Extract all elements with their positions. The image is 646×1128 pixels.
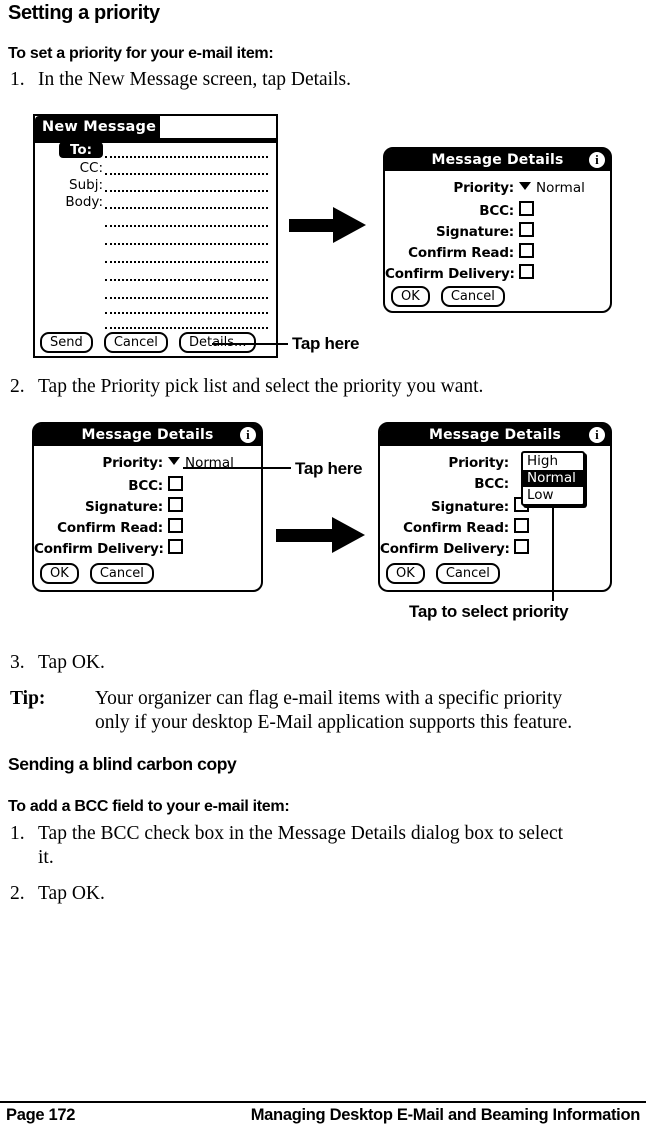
dialog-titlebar: Message Details i — [385, 149, 610, 171]
confirm-delivery-checkbox[interactable] — [519, 264, 534, 279]
to-field-line[interactable] — [105, 154, 268, 158]
bcc-checkbox[interactable] — [168, 476, 183, 491]
signature-label: Signature: — [435, 224, 514, 240]
footer-rule — [0, 1101, 646, 1103]
titlebar-rule — [35, 138, 276, 143]
confirm-read-checkbox[interactable] — [168, 518, 183, 533]
step-text: Tap OK. — [38, 883, 105, 904]
section-heading-priority: Setting a priority — [8, 2, 160, 24]
signature-checkbox[interactable] — [168, 497, 183, 512]
body-field-line[interactable] — [105, 295, 268, 299]
tip-text: Your organizer can flag e-mail items wit… — [95, 688, 563, 709]
tip-label: Tip: — [10, 688, 46, 709]
bcc-label: BCC: — [479, 203, 514, 219]
footer-page-number: Page 172 — [6, 1106, 76, 1124]
callout-tap-select: Tap to select priority — [409, 602, 569, 621]
body-field-line[interactable] — [105, 325, 268, 329]
body-field-label[interactable]: Body: — [65, 194, 103, 210]
subheading-priority: To set a priority for your e-mail item: — [8, 45, 274, 62]
confirm-read-label: Confirm Read: — [403, 520, 509, 536]
body-field-line[interactable] — [105, 223, 268, 227]
picklist-option-high[interactable]: High — [527, 453, 559, 469]
confirm-read-checkbox[interactable] — [514, 518, 529, 533]
signature-label: Signature: — [430, 499, 509, 515]
step-text: Tap the Priority pick list and select th… — [38, 376, 484, 397]
confirm-delivery-checkbox[interactable] — [168, 539, 183, 554]
confirm-read-label: Confirm Read: — [408, 245, 514, 261]
callout-line — [552, 505, 554, 601]
step-number: 1. — [10, 823, 25, 844]
confirm-delivery-label: Confirm Delivery: — [380, 541, 510, 557]
dialog-title: Message Details — [428, 427, 562, 443]
step-number: 3. — [10, 652, 25, 673]
step-number: 1. — [10, 69, 25, 90]
ok-button[interactable]: OK — [386, 563, 425, 584]
ok-button[interactable]: OK — [391, 286, 430, 307]
subj-field-line[interactable] — [105, 188, 268, 192]
cancel-button[interactable]: Cancel — [435, 563, 500, 584]
footer-chapter-title: Managing Desktop E-Mail and Beaming Info… — [250, 1106, 641, 1124]
bcc-checkbox[interactable] — [519, 201, 534, 216]
callout-tap-here-1: Tap here — [292, 334, 360, 353]
step-number: 2. — [10, 376, 25, 397]
cancel-button[interactable]: Cancel — [440, 286, 505, 307]
message-details-dialog: Message Details i Priority:Normal BCC: S… — [32, 422, 263, 592]
confirm-delivery-label: Confirm Delivery: — [34, 541, 164, 557]
info-icon[interactable]: i — [589, 152, 605, 168]
step-text-wrap: it. — [38, 847, 54, 868]
confirm-delivery-label: Confirm Delivery: — [385, 266, 515, 282]
new-message-titlebar: New Message — [35, 116, 160, 138]
cancel-button[interactable]: Cancel — [103, 332, 168, 353]
callout-tap-here-2: Tap here — [295, 459, 363, 478]
subheading-bcc: To add a BCC field to your e-mail item: — [8, 798, 290, 815]
ok-button[interactable]: OK — [40, 563, 79, 584]
section-heading-bcc: Sending a blind carbon copy — [8, 754, 237, 774]
body-field-line[interactable] — [105, 259, 268, 263]
step-text: In the New Message screen, tap Details. — [38, 69, 351, 90]
priority-value[interactable]: Normal — [536, 180, 585, 196]
confirm-read-label: Confirm Read: — [57, 520, 163, 536]
message-details-dialog-picklist-open: Message Details i Priority: BCC: Signatu… — [378, 422, 612, 592]
priority-label: Priority: — [453, 180, 514, 196]
callout-line — [212, 343, 288, 345]
confirm-delivery-checkbox[interactable] — [514, 539, 529, 554]
details-button[interactable]: Details... — [178, 332, 257, 353]
dialog-titlebar: Message Details i — [34, 424, 261, 446]
picklist-arrow-icon[interactable] — [519, 182, 531, 190]
bcc-label: BCC: — [128, 478, 163, 494]
send-button[interactable]: Send — [40, 332, 93, 353]
callout-line — [183, 467, 291, 469]
picklist-arrow-icon[interactable] — [168, 457, 180, 465]
confirm-read-checkbox[interactable] — [519, 243, 534, 258]
body-field-line[interactable] — [105, 277, 268, 281]
cancel-button[interactable]: Cancel — [89, 563, 154, 584]
body-field-line[interactable] — [105, 241, 268, 245]
info-icon[interactable]: i — [589, 427, 605, 443]
signature-label: Signature: — [84, 499, 163, 515]
to-field-label[interactable]: To: — [59, 142, 103, 158]
tip-text: only if your desktop E-Mail application … — [95, 712, 573, 733]
new-message-screenshot: New Message To: CC: Subj: Body: Send Can… — [33, 114, 278, 358]
subj-field-label[interactable]: Subj: — [69, 177, 103, 193]
bcc-label: BCC: — [474, 476, 509, 492]
dialog-titlebar: Message Details i — [380, 424, 610, 446]
body-field-line[interactable] — [105, 205, 268, 209]
cc-field-label[interactable]: CC: — [79, 160, 103, 176]
picklist-option-low[interactable]: Low — [527, 487, 554, 503]
signature-checkbox[interactable] — [519, 222, 534, 237]
dialog-title: Message Details — [81, 427, 214, 443]
priority-label: Priority: — [102, 455, 163, 471]
cc-field-line[interactable] — [105, 171, 268, 175]
priority-picklist: High Normal Low — [521, 451, 585, 506]
body-field-line[interactable] — [105, 310, 268, 314]
step-number: 2. — [10, 883, 25, 904]
step-text: Tap the BCC check box in the Message Det… — [38, 823, 564, 844]
step-text: Tap OK. — [38, 652, 105, 673]
picklist-option-normal-selected[interactable]: Normal — [523, 470, 583, 487]
dialog-title: Message Details — [431, 152, 564, 168]
priority-label: Priority: — [448, 455, 509, 471]
message-details-dialog: Message Details i Priority: Normal BCC: S… — [383, 147, 612, 313]
info-icon[interactable]: i — [240, 427, 256, 443]
